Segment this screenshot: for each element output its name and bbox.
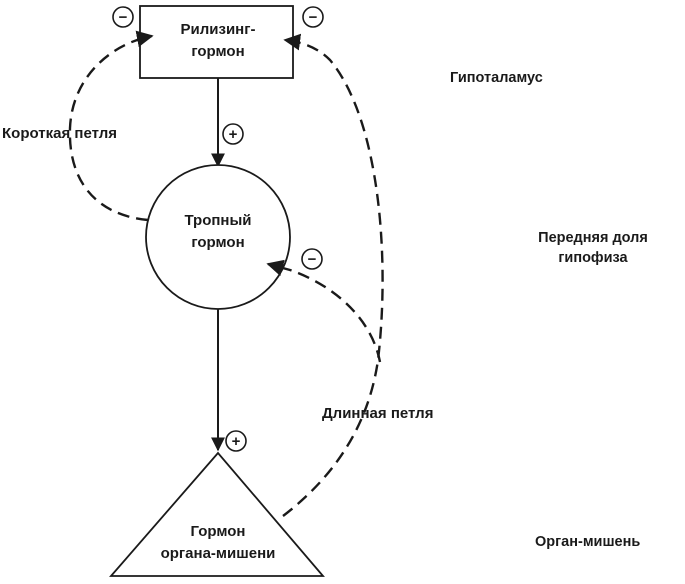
- tropic-hormone-label-line1: Тропный: [184, 212, 251, 229]
- minus-badge-long-loop-circle: −: [301, 248, 323, 270]
- tropic-hormone-node: Тропный гормон: [145, 164, 291, 310]
- minus-badge-long-loop-top: −: [302, 6, 324, 28]
- svg-text:−: −: [309, 9, 318, 26]
- long-loop-outer-path: [282, 33, 384, 517]
- plus-badge-target: +: [225, 430, 247, 452]
- target-hormone-label-line2: органа-мишени: [161, 545, 276, 562]
- releasing-hormone-label-line2: гормон: [191, 43, 244, 60]
- tropic-hormone-label-line2: гормон: [191, 234, 244, 251]
- svg-text:+: +: [232, 433, 241, 450]
- svg-text:−: −: [119, 9, 128, 26]
- level-pituitary-line2: гипофиза: [558, 250, 628, 266]
- svg-text:−: −: [308, 251, 317, 268]
- plus-badge-tropic: +: [222, 123, 244, 145]
- short-loop-label: Короткая петля: [2, 125, 117, 142]
- releasing-hormone-label-line1: Рилизинг-: [181, 21, 256, 38]
- svg-text:+: +: [229, 126, 238, 143]
- target-hormone-node: Гормон органа-мишени: [109, 451, 325, 577]
- long-loop-inner-path: [266, 259, 382, 363]
- target-hormone-label-line1: Гормон: [190, 523, 245, 540]
- releasing-hormone-node: Рилизинг- гормон: [139, 5, 294, 79]
- level-target-organ: Орган-мишень: [535, 534, 640, 550]
- short-loop-path: [68, 30, 154, 222]
- long-loop-label: Длинная петля: [322, 405, 433, 422]
- level-hypothalamus: Гипоталамус: [450, 70, 543, 86]
- minus-badge-short-loop: −: [112, 6, 134, 28]
- level-pituitary-line1: Передняя доля: [538, 230, 648, 246]
